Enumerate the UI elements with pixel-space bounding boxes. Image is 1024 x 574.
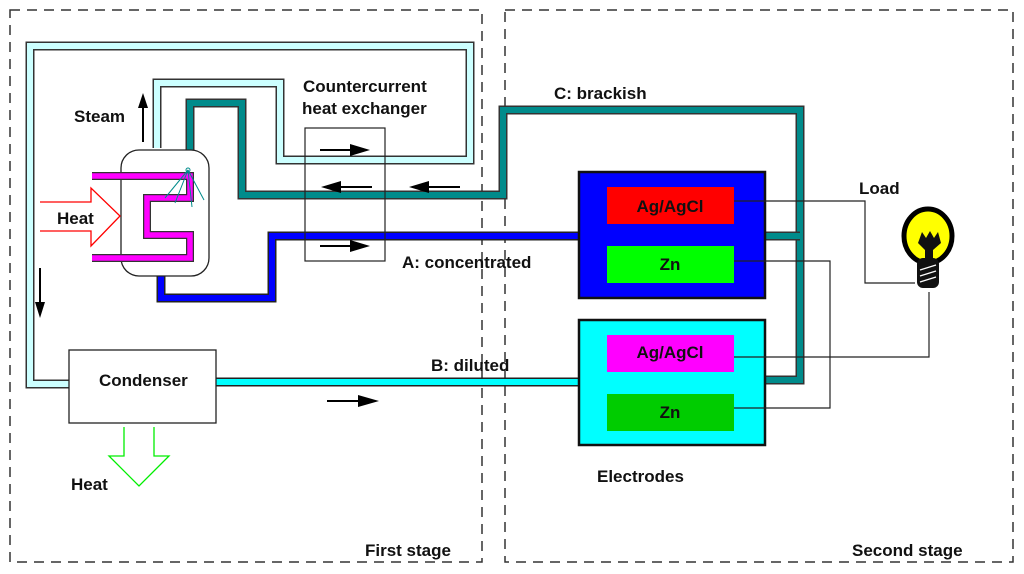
flow-arrow-right-icon [320,144,370,156]
light-bulb-icon [901,206,955,288]
first-stage-boundary [9,9,483,563]
electrode-label: Ag/AgCl [636,343,703,362]
flow-arrow-right-icon [327,395,379,407]
spray-nozzle-icon [164,167,205,208]
stream-b-label: B: diluted [431,356,509,375]
condenser-box [68,349,217,424]
second-stage-label: Second stage [852,541,963,560]
flow-arrow-left-icon [409,181,460,193]
heat-output-arrow-icon [107,427,171,487]
exchanger-label-line2: heat exchanger [302,99,427,118]
diluted-cell [577,318,767,447]
circuit-wires [734,200,930,409]
concentrated-cell [577,170,767,300]
electrode-zn-concentrated [607,246,734,283]
load-label: Load [859,179,900,198]
stream-a-label: A: concentrated [402,253,531,272]
first-stage-label: First stage [365,541,451,560]
condensate-down-arrow-icon [35,268,45,318]
concentrated-pipe [156,231,580,303]
flow-arrow-right-icon [320,240,370,252]
heat-output-label: Heat [71,475,108,494]
electrode-label: Zn [660,403,681,422]
steam-pipe-outer [25,41,475,389]
second-stage-boundary [504,9,1014,563]
condenser-label: Condenser [99,371,188,390]
stream-c-label: C: brackish [554,84,647,103]
heat-input-arrow-icon [40,186,121,248]
heater-coil [92,172,194,262]
steam-up-arrow-icon [138,93,148,142]
electrodes-label: Electrodes [597,467,684,486]
heat-exchanger-box [304,127,386,262]
electrode-label: Ag/AgCl [636,197,703,216]
electrode-ag-agcl-diluted [607,335,734,372]
brackish-pipe [185,98,805,385]
electrode-label: Zn [660,255,681,274]
flow-arrow-left-icon [321,181,372,193]
electrode-ag-agcl-concentrated [607,187,734,224]
electrode-zn-diluted [607,394,734,431]
steam-label: Steam [74,107,125,126]
exchanger-label-line1: Countercurrent [303,77,427,96]
heat-input-label: Heat [57,209,94,228]
